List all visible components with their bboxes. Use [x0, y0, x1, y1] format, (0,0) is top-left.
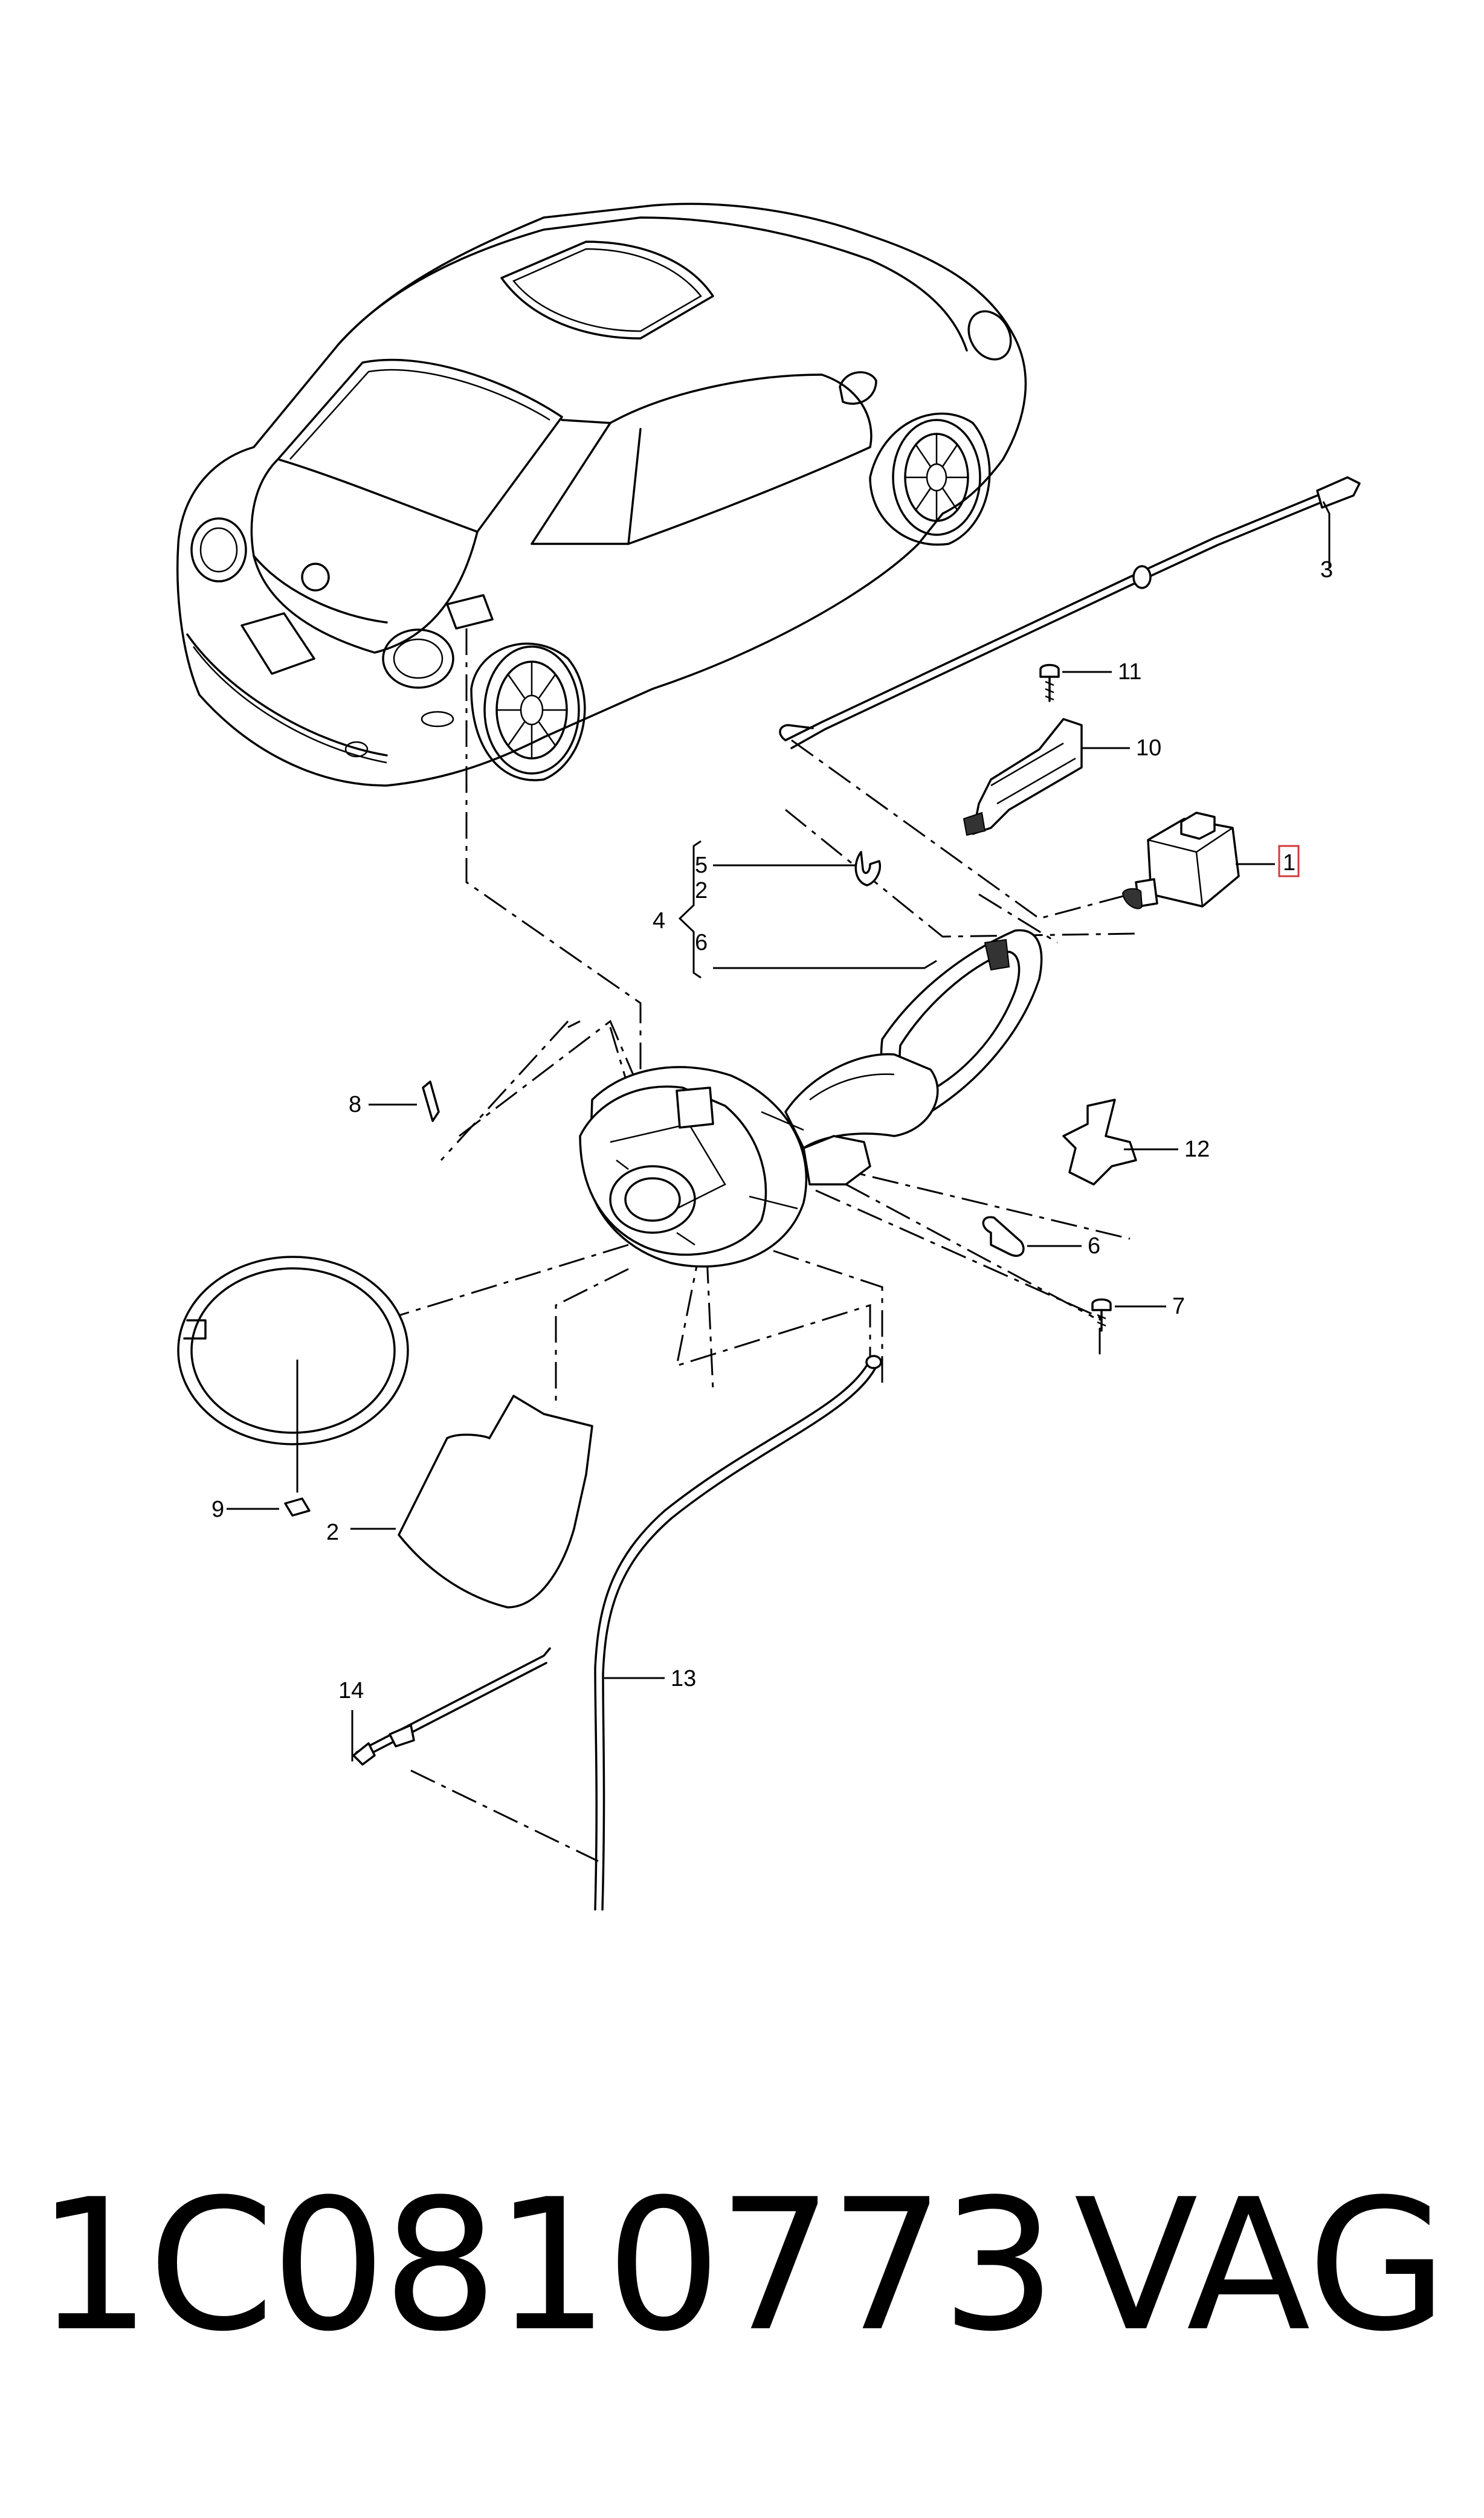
cable-tie-part-14 — [351, 1647, 551, 1766]
seal-ring — [177, 1256, 409, 1493]
spring-clip-part-12 — [1062, 1099, 1178, 1186]
callout-2-lower: 2 — [326, 1520, 339, 1545]
highlight-box-1 — [1278, 845, 1300, 877]
bracket-part-10 — [963, 718, 1130, 836]
fuel-filler-housing — [579, 1066, 871, 1268]
footer: 1C0810773 VAG — [0, 2151, 1484, 2405]
callout-6-upper: 6 — [695, 930, 708, 955]
seal-plate-part-2 — [350, 1395, 593, 1609]
brand-name: VAG — [1074, 2160, 1448, 2371]
clip-part-5 — [713, 851, 881, 886]
callout-9: 9 — [211, 1497, 224, 1522]
callout-13: 13 — [671, 1666, 696, 1691]
drain-part-8 — [369, 1080, 440, 1122]
callout-3: 3 — [1320, 557, 1333, 583]
screw-part-7 — [1091, 1298, 1166, 1332]
exploded-parts-diagram: 1 2 2 3 4 5 6 6 7 8 9 10 11 12 13 14 — [176, 202, 1361, 1911]
cable-part-3 — [779, 476, 1361, 749]
callout-1: 1 — [1283, 850, 1295, 876]
spring-part-6 — [982, 1216, 1082, 1257]
callout-4: 4 — [653, 908, 665, 934]
actuator-part-1 — [1121, 812, 1275, 909]
group-bracket-4 — [678, 840, 702, 979]
callout-10: 10 — [1136, 735, 1161, 761]
callout-8: 8 — [349, 1092, 361, 1117]
drain-hose-part-13 — [594, 1355, 882, 1911]
callout-labels: 1 2 2 3 4 5 6 6 7 8 9 10 11 12 13 14 — [211, 557, 1333, 1703]
part-number: 1C0810773 — [36, 2160, 1056, 2371]
car-illustration — [176, 202, 1027, 787]
callout-12: 12 — [1184, 1137, 1210, 1162]
screw-part-11 — [1039, 663, 1112, 702]
callout-11: 11 — [1118, 659, 1141, 685]
callout-6-lower: 6 — [1088, 1233, 1100, 1259]
callout-5: 5 — [695, 853, 708, 878]
fuel-flap-lid — [713, 929, 1043, 1149]
callout-14: 14 — [338, 1678, 364, 1703]
callout-7: 7 — [1172, 1294, 1185, 1319]
assembly-lines — [392, 628, 1137, 1862]
clip-part-9 — [227, 1497, 311, 1517]
callout-2-upper: 2 — [695, 878, 708, 903]
